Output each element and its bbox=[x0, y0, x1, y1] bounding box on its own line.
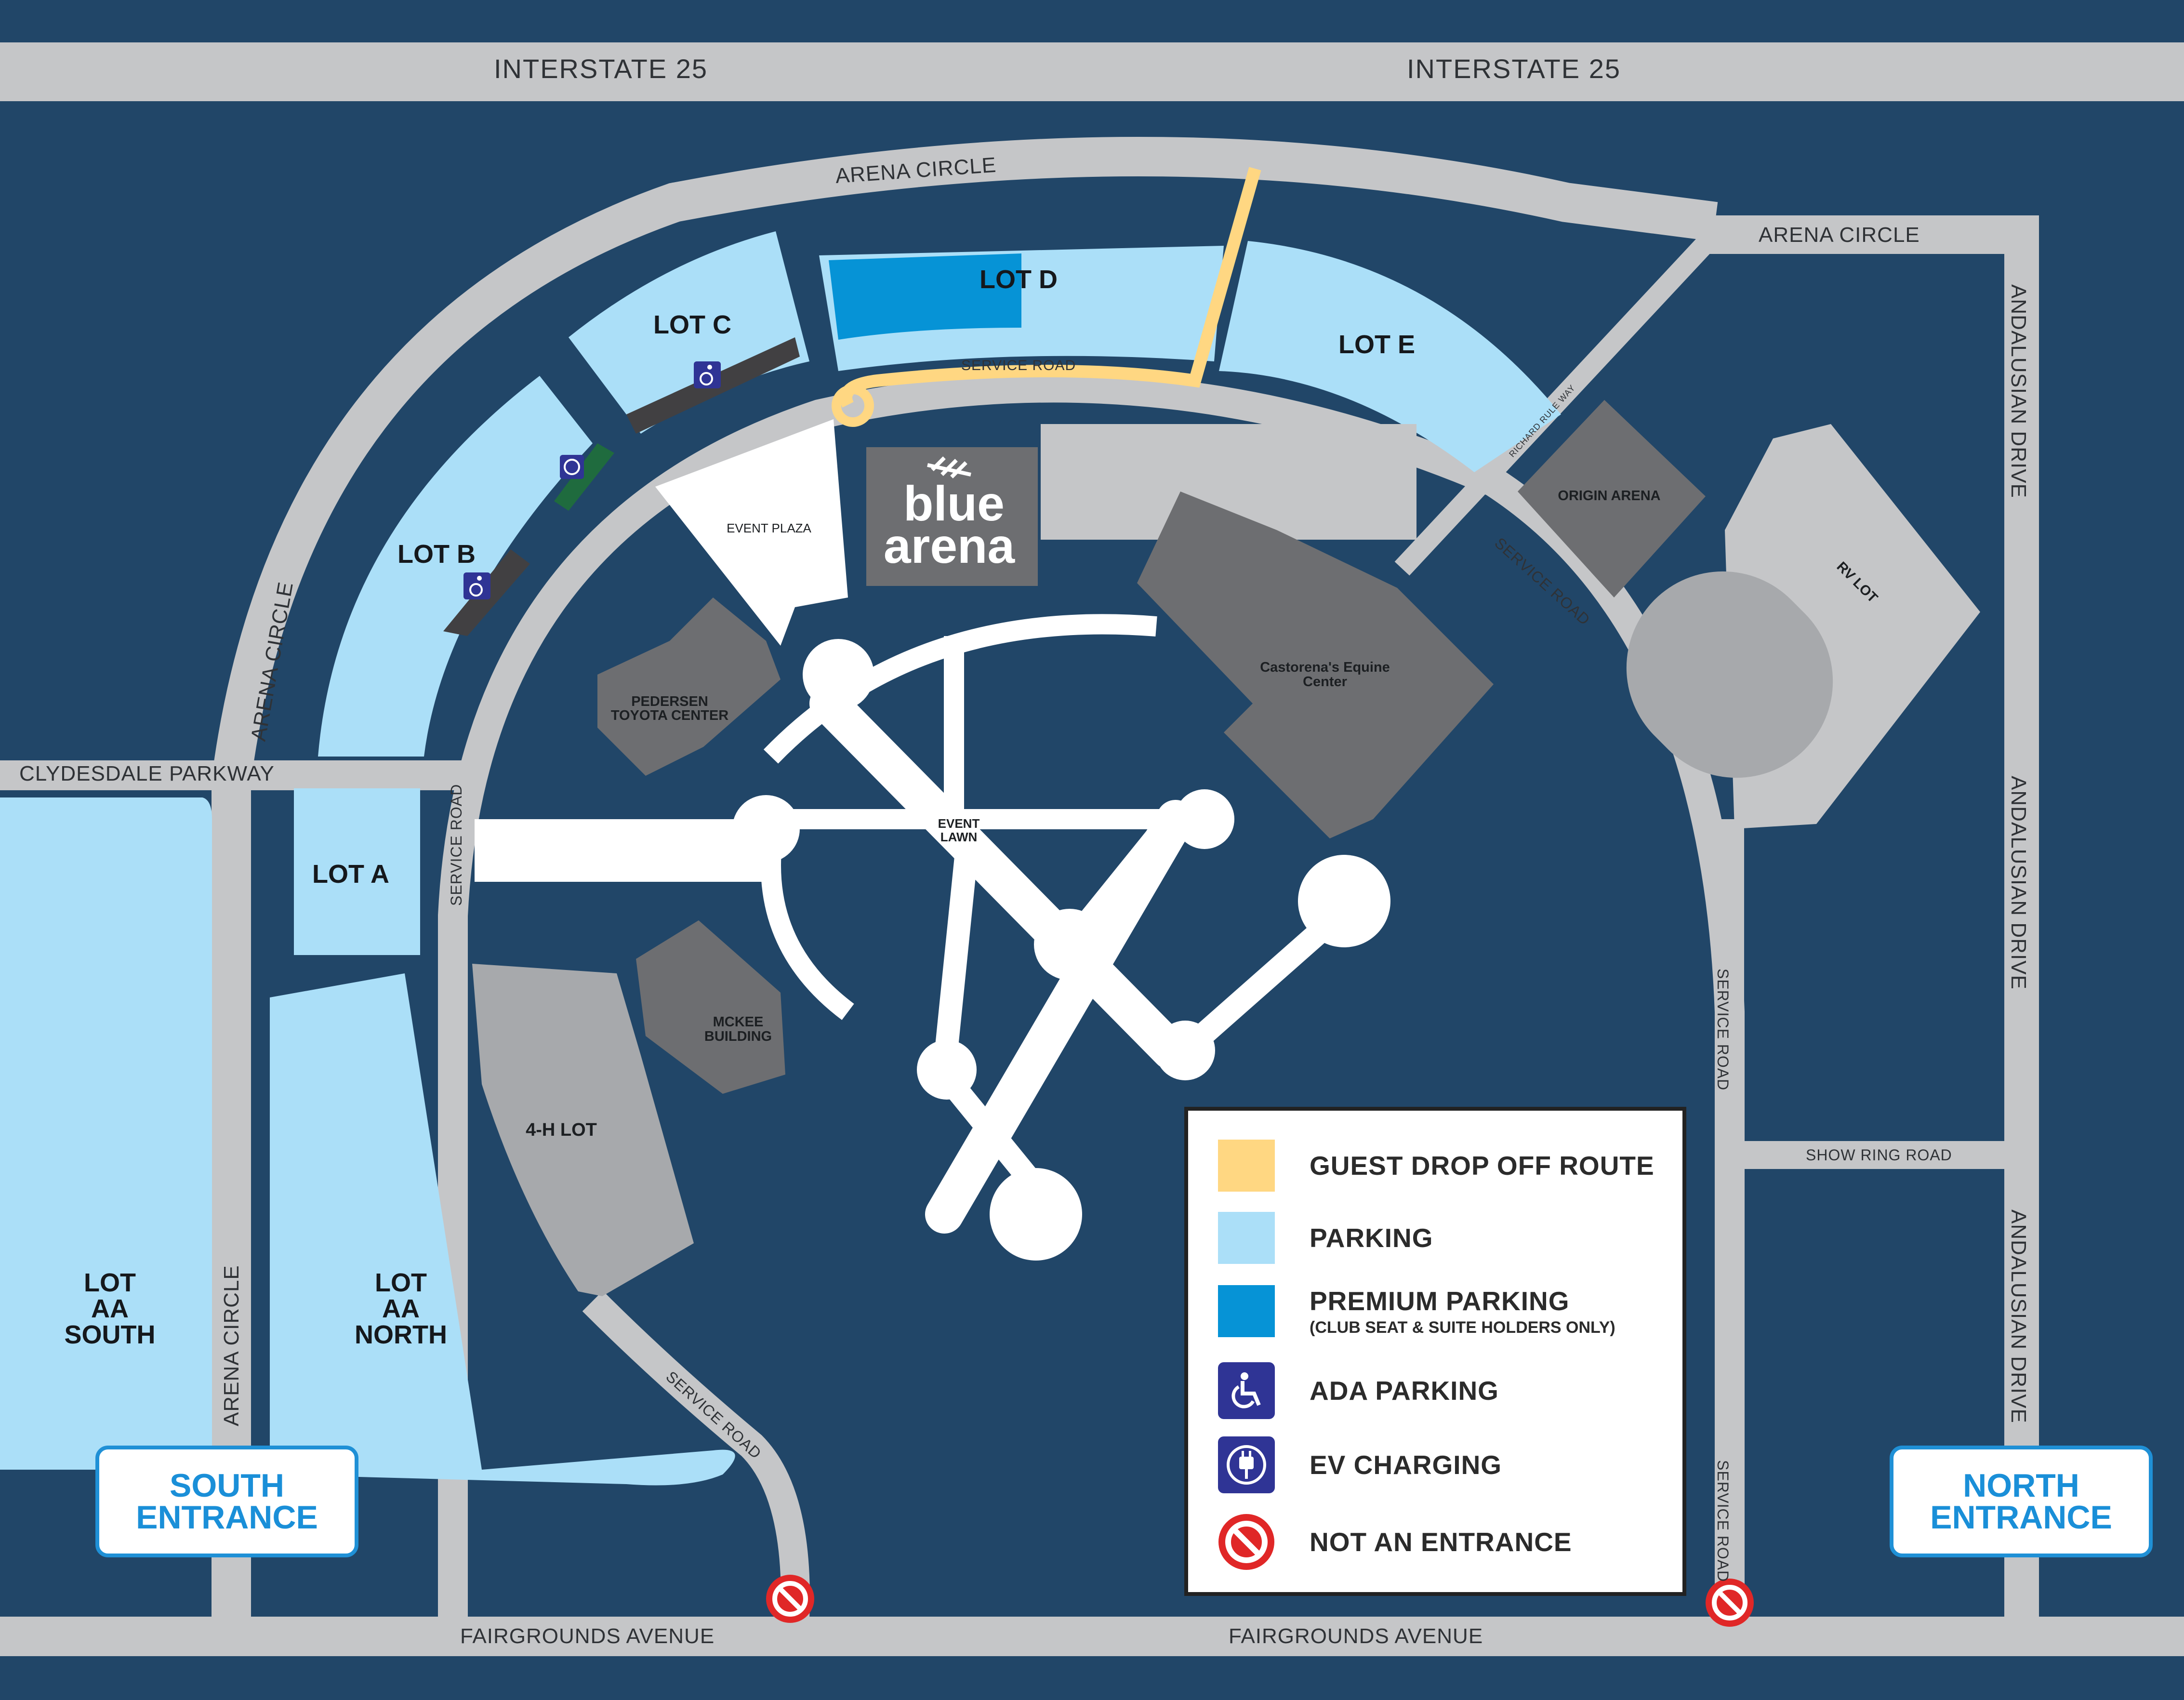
lot-aa-south-label: SOUTH bbox=[65, 1320, 156, 1349]
clydesdale-label: CLYDESDALE PARKWAY bbox=[19, 762, 275, 785]
fairgrounds-avenue bbox=[0, 1617, 2184, 1656]
map-legend: GUEST DROP OFF ROUTE PARKING PREMIUM PAR… bbox=[1184, 1107, 1686, 1596]
interstate-25 bbox=[0, 42, 2184, 101]
svg-text:arena: arena bbox=[884, 518, 1015, 573]
legend-label: EV CHARGING bbox=[1310, 1450, 1502, 1480]
wheelchair-icon bbox=[1218, 1362, 1275, 1419]
legend-sublabel: (CLUB SEAT & SUITE HOLDERS ONLY) bbox=[1310, 1318, 1615, 1337]
lot-aa-north-label: LOT bbox=[375, 1268, 427, 1297]
interstate-label: INTERSTATE 25 bbox=[1407, 53, 1621, 84]
no-entry-icon bbox=[766, 1575, 814, 1623]
lot-aa-north-label: AA bbox=[382, 1294, 420, 1323]
origin-arena-label: ORIGIN ARENA bbox=[1558, 488, 1660, 504]
service-road-label: SERVICE ROAD bbox=[961, 358, 1076, 373]
arena-circle-label: ARENA CIRCLE bbox=[220, 1265, 243, 1426]
pedersen-label: PEDERSEN bbox=[631, 694, 708, 709]
show-ring-road bbox=[1730, 1141, 2019, 1169]
legend-label: PREMIUM PARKING bbox=[1310, 1286, 1570, 1316]
legend-item-parking: PARKING bbox=[1218, 1212, 1433, 1264]
ev-charging-icon bbox=[1218, 1436, 1275, 1493]
lot-b bbox=[318, 376, 593, 757]
svg-text:blue: blue bbox=[903, 476, 1005, 531]
mckee-building bbox=[636, 920, 785, 1094]
show-ring-label: SHOW RING ROAD bbox=[1806, 1146, 1952, 1164]
andalusian-drive bbox=[2004, 215, 2039, 1618]
lot-c-label: LOT C bbox=[653, 310, 731, 339]
wheelchair-icon bbox=[463, 572, 490, 599]
lot-b-label: LOT B bbox=[397, 540, 476, 569]
south-entrance-sign: SOUTH ENTRANCE bbox=[95, 1446, 358, 1557]
pedersen-label: TOYOTA CENTER bbox=[611, 708, 728, 723]
event-lawn-label: EVENT bbox=[938, 816, 980, 831]
lot-aa-south-label: LOT bbox=[84, 1268, 136, 1297]
four-h-lot-label: 4-H LOT bbox=[526, 1120, 597, 1140]
event-plaza bbox=[655, 419, 848, 646]
castorena-equine-center bbox=[1137, 491, 1494, 838]
castorena-label: Castorena's Equine bbox=[1260, 660, 1390, 675]
andalusian-label: ANDALUSIAN DRIVE bbox=[2007, 1209, 2030, 1423]
wheelchair-icon bbox=[694, 361, 721, 388]
legend-item-ev: EV CHARGING bbox=[1218, 1436, 1502, 1493]
legend-label: NOT AN ENTRANCE bbox=[1310, 1527, 1572, 1557]
origin-arena bbox=[1518, 400, 1706, 598]
lot-d-label: LOT D bbox=[979, 265, 1058, 294]
pedersen-toyota-center bbox=[597, 598, 781, 776]
lot-aa-south-label: AA bbox=[91, 1294, 129, 1323]
andalusian-label: ANDALUSIAN DRIVE bbox=[2007, 284, 2030, 498]
lot-a bbox=[294, 788, 420, 955]
fairgrounds-label: FAIRGROUNDS AVENUE bbox=[1229, 1624, 1483, 1648]
andalusian-label: ANDALUSIAN DRIVE bbox=[2007, 776, 2030, 990]
arena-circle-label: ARENA CIRCLE bbox=[1759, 223, 1920, 247]
legend-label: ADA PARKING bbox=[1310, 1376, 1499, 1406]
lot-e bbox=[1219, 241, 1561, 472]
legend-item-not-entrance: NOT AN ENTRANCE bbox=[1218, 1514, 1572, 1570]
legend-label: PARKING bbox=[1310, 1223, 1433, 1253]
lot-aa-north-label: NORTH bbox=[355, 1320, 447, 1349]
richard-rule-way bbox=[1394, 234, 1716, 576]
lot-a-label: LOT A bbox=[312, 860, 389, 889]
no-entry-icon bbox=[1706, 1579, 1754, 1627]
no-entry-icon bbox=[1218, 1514, 1274, 1570]
four-h-lot bbox=[472, 964, 694, 1296]
north-entrance-sign: NORTH ENTRANCE bbox=[1890, 1446, 2153, 1557]
parking-swatch bbox=[1218, 1212, 1275, 1264]
mckee-label: BUILDING bbox=[704, 1029, 772, 1044]
lot-aa-south bbox=[0, 797, 212, 1470]
fairgrounds-label: FAIRGROUNDS AVENUE bbox=[460, 1624, 715, 1648]
castorena-label: Center bbox=[1303, 674, 1347, 690]
drop-off-swatch bbox=[1218, 1140, 1275, 1192]
lot-c bbox=[569, 231, 809, 434]
legend-item-drop-off: GUEST DROP OFF ROUTE bbox=[1218, 1140, 1655, 1192]
lot-d-premium bbox=[829, 253, 1021, 340]
legend-item-premium: PREMIUM PARKING (CLUB SEAT & SUITE HOLDE… bbox=[1218, 1285, 1615, 1337]
legend-item-ada: ADA PARKING bbox=[1218, 1362, 1499, 1419]
service-road-label: SERVICE ROAD bbox=[448, 784, 465, 906]
lot-e-label: LOT E bbox=[1338, 330, 1415, 359]
clydesdale-parkway bbox=[0, 760, 477, 790]
event-lawn-label: LAWN bbox=[940, 830, 978, 844]
legend-label: GUEST DROP OFF ROUTE bbox=[1310, 1151, 1655, 1181]
interstate-label: INTERSTATE 25 bbox=[494, 53, 708, 84]
event-plaza-label: EVENT PLAZA bbox=[727, 521, 811, 535]
arena-circle-road bbox=[212, 137, 1718, 1619]
blue-arena-logo: blue arena bbox=[884, 456, 1015, 573]
ev-charging-icon bbox=[560, 455, 584, 479]
mckee-label: MCKEE bbox=[713, 1014, 764, 1030]
service-road-label: SERVICE ROAD bbox=[1714, 969, 1732, 1090]
premium-swatch bbox=[1218, 1285, 1275, 1337]
lot-aa-north bbox=[270, 973, 735, 1486]
service-road-label: SERVICE ROAD bbox=[1714, 1460, 1732, 1582]
